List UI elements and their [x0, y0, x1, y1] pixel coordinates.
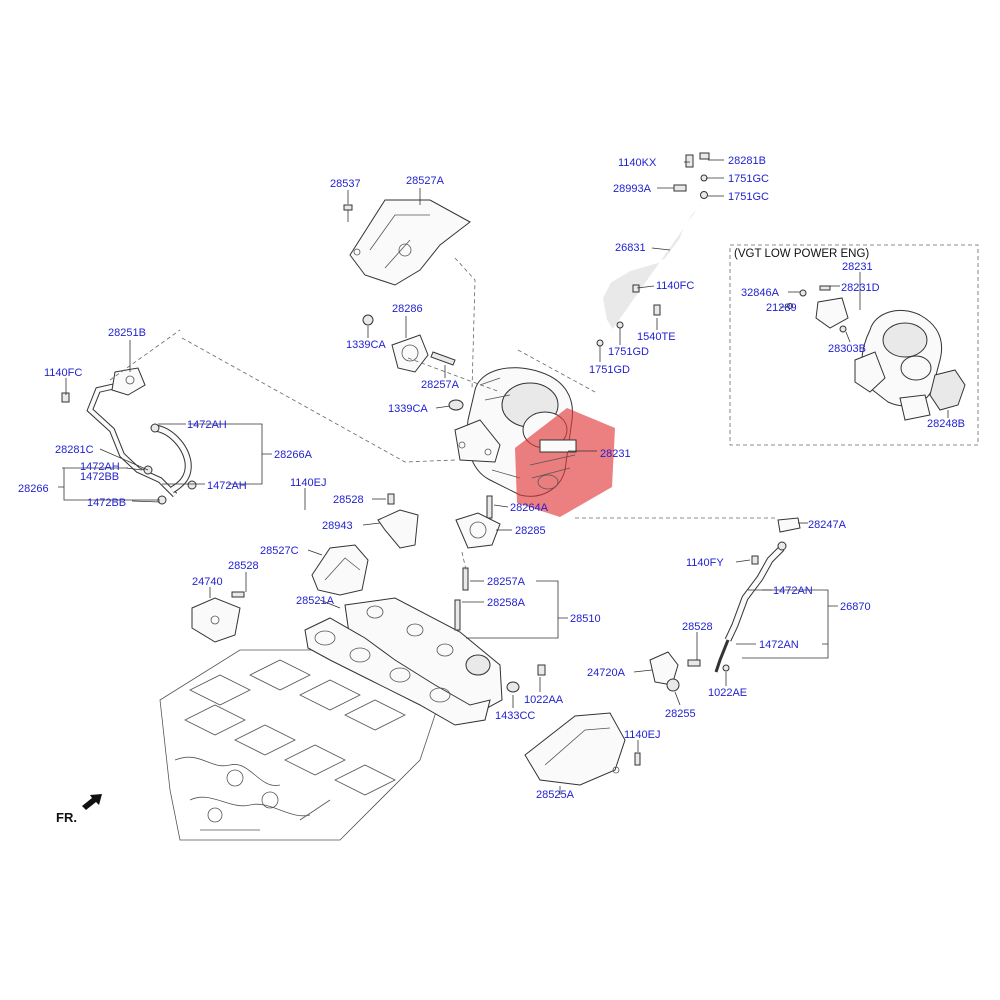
label-1022AE: 1022AE [708, 687, 747, 699]
label-28285: 28285 [515, 525, 546, 537]
label-28257A-a: 28257A [421, 379, 460, 391]
label-28231: 28231 [600, 448, 631, 460]
gasket-28286 [362, 314, 429, 373]
label-28286: 28286 [392, 303, 423, 315]
engine-block-drawing [159, 649, 441, 841]
bolt-28537 [343, 204, 353, 222]
label-28510: 28510 [570, 613, 601, 625]
label-1472BB-b: 1472BB [87, 497, 126, 509]
assembly-guide-lines [109, 257, 775, 571]
washer-1339CA [448, 399, 464, 411]
label-28266A: 28266A [274, 449, 313, 461]
label-28521A: 28521A [296, 595, 335, 607]
label-32846A: 32846A [741, 287, 780, 299]
label-28281C: 28281C [55, 444, 94, 456]
label-1751GD-b: 1751GD [589, 364, 630, 376]
label-1751GD-a: 1751GD [608, 346, 649, 358]
label-1751GC-b: 1751GC [728, 191, 769, 203]
label-1339CA-a: 1339CA [346, 339, 386, 351]
label-28943: 28943 [322, 520, 353, 532]
label-28528-a: 28528 [333, 494, 364, 506]
label-28993A: 28993A [613, 183, 652, 195]
label-1472AN-b: 1472AN [759, 639, 799, 651]
actuator-rods [529, 439, 577, 490]
label-1472BB-a: 1472BB [80, 471, 119, 483]
label-28257A-b: 28257A [487, 576, 526, 588]
label-1472AH-b: 1472AH [80, 461, 120, 473]
oil-feed-pipe [596, 152, 710, 347]
leader-lines [58, 159, 949, 795]
label-24720A: 24720A [587, 667, 626, 679]
label-28527C: 28527C [260, 545, 299, 557]
label-1472AH-a: 1472AH [187, 419, 227, 431]
label-28251B: 28251B [108, 327, 146, 339]
label-28528-c: 28528 [682, 621, 713, 633]
label-1540TE: 1540TE [637, 331, 676, 343]
label-1140FC-oil: 1140FC [656, 280, 694, 292]
label-inset-28231: 28231 [842, 261, 873, 273]
label-1433CC: 1433CC [495, 710, 535, 722]
bracket-24740 [191, 591, 245, 643]
label-28248B: 28248B [927, 418, 965, 430]
label-1472AH-c: 1472AH [207, 480, 247, 492]
heat-shield-28527C [311, 544, 369, 596]
label-28258A: 28258A [487, 597, 526, 609]
inset-title: (VGT LOW POWER ENG) [734, 248, 869, 260]
heat-shield-lower [524, 712, 641, 786]
label-26831: 26831 [615, 242, 646, 254]
label-28231D: 28231D [841, 282, 880, 294]
label-1140KX: 1140KX [618, 157, 657, 169]
label-28527A: 28527A [406, 175, 445, 187]
label-28264A: 28264A [510, 502, 549, 514]
label-1751GC-a: 1751GC [728, 173, 769, 185]
highlight-region [515, 408, 615, 517]
label-1140EJ-b: 1140EJ [624, 729, 661, 741]
front-direction-marker: FR. [56, 794, 102, 825]
label-1140FC-left: 1140FC [44, 367, 82, 379]
label-21289: 21289 [766, 302, 797, 314]
label-28537: 28537 [330, 178, 361, 190]
oil-return-pipe [649, 517, 801, 692]
exhaust-manifold [304, 567, 546, 726]
label-28528-b: 28528 [228, 560, 259, 572]
heat-shield-upper [349, 199, 471, 286]
label-28266: 28266 [18, 483, 49, 495]
label-24740: 24740 [192, 576, 223, 588]
label-1472AN-a: 1472AN [773, 585, 813, 597]
fr-label: FR. [56, 810, 77, 825]
label-1339CA-b: 1339CA [388, 403, 428, 415]
bracket-28943 [377, 493, 419, 549]
label-28255: 28255 [665, 708, 696, 720]
label-28303B: 28303B [828, 343, 866, 355]
label-26870: 26870 [840, 601, 871, 613]
inset-vgt-low-power: (VGT LOW POWER ENG) [729, 244, 979, 446]
gasket-28285 [455, 512, 501, 549]
part-labels: 1140KX 28281B 1751GC 28993A 1751GC 26831… [18, 155, 965, 801]
stud-28257A-upper [430, 351, 456, 366]
label-28281B: 28281B [728, 155, 766, 167]
front-arrow-icon [82, 794, 102, 810]
label-1140EJ-a: 1140EJ [290, 477, 327, 489]
stud-28264A [486, 495, 493, 519]
label-1140FY: 1140FY [686, 557, 724, 569]
label-28247A: 28247A [808, 519, 847, 531]
label-28525A: 28525A [536, 789, 575, 801]
coolant-pipe-left [61, 367, 197, 505]
label-1022AA: 1022AA [524, 694, 564, 706]
